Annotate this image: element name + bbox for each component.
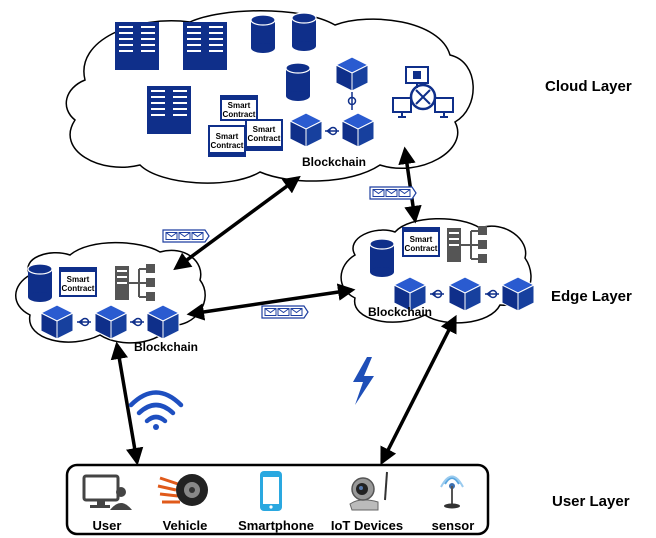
smart-contract-icon: Smart Contract (208, 125, 246, 157)
smart-contract-icon: Smart Contract (59, 267, 97, 297)
tire-icon (157, 474, 208, 506)
block-icon (94, 304, 128, 340)
smart-contract-icon: Smart Contract (245, 119, 283, 151)
arrow-cloud-edge-right (398, 146, 422, 224)
block-icon (335, 56, 369, 92)
svg-text:Smart: Smart (67, 275, 90, 284)
device-label-smartphone: Smartphone (238, 518, 314, 533)
arrow-edge-edge (186, 283, 356, 321)
svg-text:Contract: Contract (248, 134, 281, 143)
chain-link-icon (347, 92, 357, 110)
edge-layer-label: Edge Layer (551, 288, 632, 305)
database-icon (291, 12, 317, 52)
arrow-edge-left-user (110, 341, 144, 466)
cloud-layer-label: Cloud Layer (545, 78, 632, 95)
cloud-blockchain-label: Blockchain (302, 155, 366, 169)
device-label-user: User (93, 518, 122, 533)
monitor-user-icon (82, 474, 132, 510)
sensor-icon (440, 475, 464, 509)
block-icon (289, 112, 323, 148)
svg-text:Contract: Contract (223, 110, 256, 119)
svg-text:Contract: Contract (405, 244, 438, 253)
block-icon (448, 276, 482, 312)
message-icon (369, 186, 417, 200)
message-icon (162, 229, 210, 243)
database-icon (285, 62, 311, 102)
server-icon (183, 22, 205, 70)
network-icon (392, 66, 454, 118)
block-icon (501, 276, 535, 312)
device-label-vehicle: Vehicle (163, 518, 208, 533)
edge-left-blockchain-label: Blockchain (134, 340, 198, 354)
server-icon (205, 22, 227, 70)
message-icon (261, 305, 309, 319)
ip-camera-icon (349, 471, 388, 511)
server-icon (115, 22, 137, 70)
svg-text:Smart: Smart (228, 101, 251, 110)
wifi-icon (128, 390, 184, 430)
database-icon (250, 14, 276, 54)
svg-text:Contract: Contract (62, 284, 95, 293)
svg-text:Smart: Smart (253, 125, 276, 134)
block-icon (40, 304, 74, 340)
svg-text:Smart: Smart (216, 132, 239, 141)
server-icon (137, 22, 159, 70)
device-label-sensor: sensor (432, 518, 475, 533)
svg-text:Contract: Contract (211, 141, 244, 150)
arrow-cloud-edge-left (173, 175, 301, 271)
block-icon (341, 112, 375, 148)
smart-contract-icon: Smart Contract (220, 95, 258, 121)
server-icon (169, 86, 191, 134)
smart-contract-icon: Smart Contract (402, 227, 440, 257)
svg-text:Smart: Smart (410, 235, 433, 244)
database-icon (27, 263, 53, 303)
device-label-iot: IoT Devices (331, 518, 403, 533)
lightning-icon (353, 357, 374, 405)
server-icon (147, 86, 169, 134)
database-icon (369, 238, 395, 278)
user-layer-label: User Layer (552, 493, 630, 510)
smartphone-icon (260, 471, 282, 511)
arrow-edge-right-user (380, 314, 457, 466)
edge-right-blockchain-label: Blockchain (368, 305, 432, 319)
block-icon (146, 304, 180, 340)
